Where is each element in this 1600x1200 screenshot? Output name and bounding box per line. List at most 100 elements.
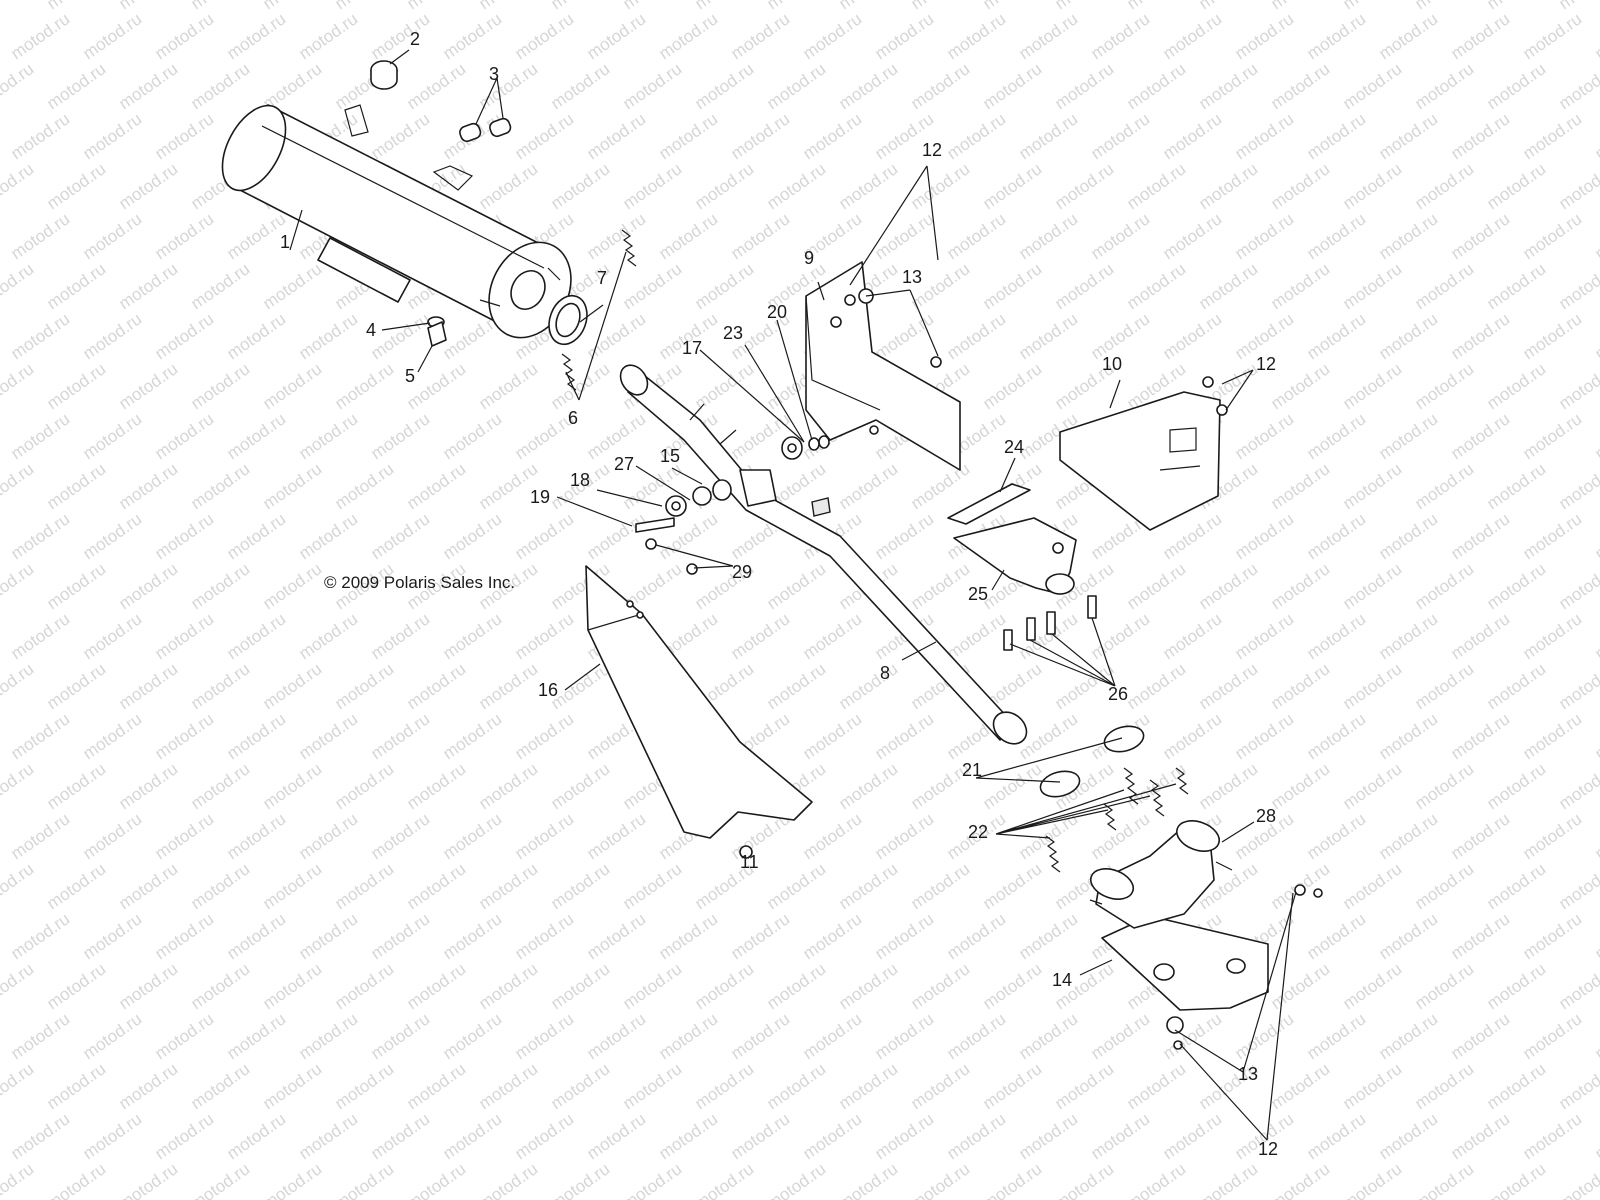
watermark-text: motod.ru: [1447, 509, 1513, 563]
watermark-text: motod.ru: [871, 809, 937, 863]
watermark-text: motod.ru: [403, 1059, 469, 1113]
watermark-text: motod.ru: [475, 359, 541, 413]
grommet-part: [370, 60, 398, 90]
callout-3: 3: [489, 64, 499, 84]
watermark-text: motod.ru: [1411, 559, 1477, 613]
watermark-text: motod.ru: [1195, 159, 1261, 213]
watermark-text: motod.ru: [1303, 609, 1369, 663]
watermark-text: motod.ru: [331, 1159, 397, 1200]
watermark-text: motod.ru: [943, 609, 1009, 663]
watermark-text: motod.ru: [547, 1059, 613, 1113]
watermark-text: motod.ru: [151, 1009, 217, 1063]
watermark-text: motod.ru: [43, 59, 109, 113]
watermark-text: motod.ru: [1087, 109, 1153, 163]
callout-5: 5: [405, 366, 415, 386]
watermark-text: motod.ru: [871, 1009, 937, 1063]
callout-15: 15: [660, 446, 680, 466]
watermark-text: motod.ru: [1339, 959, 1405, 1013]
watermark-text: motod.ru: [151, 609, 217, 663]
watermark-text: motod.ru: [7, 909, 73, 963]
watermark-text: motod.ru: [43, 0, 109, 13]
watermark-text: motod.ru: [1483, 359, 1549, 413]
watermark-text: motod.ru: [223, 909, 289, 963]
watermark-text: motod.ru: [1375, 409, 1441, 463]
watermark-text: motod.ru: [1411, 0, 1477, 13]
watermark-text: motod.ru: [1375, 1109, 1441, 1163]
watermark-text: motod.ru: [223, 409, 289, 463]
watermark-text: motod.ru: [115, 1059, 181, 1113]
watermark-text: motod.ru: [1519, 109, 1585, 163]
watermark-text: motod.ru: [0, 959, 37, 1013]
watermark-text: motod.ru: [1411, 459, 1477, 513]
watermark-text: motod.ru: [1519, 1009, 1585, 1063]
watermark-text: motod.ru: [1015, 909, 1081, 963]
watermark-text: motod.ru: [1231, 109, 1297, 163]
watermark-text: motod.ru: [1231, 609, 1297, 663]
watermark-text: motod.ru: [115, 459, 181, 513]
watermark-text: motod.ru: [1339, 1159, 1405, 1200]
watermark-text: motod.ru: [871, 1109, 937, 1163]
watermark-text: motod.ru: [1051, 1159, 1117, 1200]
watermark-text: motod.ru: [439, 509, 505, 563]
watermark-text: motod.ru: [1591, 1109, 1600, 1163]
watermark-text: motod.ru: [1267, 759, 1333, 813]
watermark-text: motod.ru: [1303, 709, 1369, 763]
watermark-text: motod.ru: [1375, 209, 1441, 263]
watermark-text: motod.ru: [1339, 159, 1405, 213]
watermark-text: motod.ru: [691, 0, 757, 13]
watermark-text: motod.ru: [1123, 59, 1189, 113]
watermark-text: motod.ru: [1555, 659, 1600, 713]
watermark-text: motod.ru: [799, 9, 865, 63]
bolt-part: [427, 316, 447, 347]
watermark-text: motod.ru: [583, 209, 649, 263]
watermark-text: motod.ru: [1159, 309, 1225, 363]
watermark-text: motod.ru: [295, 709, 361, 763]
watermark-text: motod.ru: [907, 859, 973, 913]
watermark-text: motod.ru: [1447, 109, 1513, 163]
watermark-text: motod.ru: [0, 459, 37, 513]
watermark-text: motod.ru: [763, 0, 829, 13]
watermark-text: motod.ru: [79, 9, 145, 63]
watermark-text: motod.ru: [1483, 759, 1549, 813]
watermark-text: motod.ru: [691, 159, 757, 213]
watermark-text: motod.ru: [1087, 809, 1153, 863]
watermark-text: motod.ru: [1339, 359, 1405, 413]
watermark-text: motod.ru: [79, 809, 145, 863]
watermark-text: motod.ru: [1483, 659, 1549, 713]
watermark-text: motod.ru: [79, 909, 145, 963]
watermark-text: motod.ru: [1447, 209, 1513, 263]
callout-20: 20: [767, 302, 787, 322]
watermark-text: motod.ru: [1555, 0, 1600, 13]
watermark-text: motod.ru: [79, 209, 145, 263]
watermark-text: motod.ru: [835, 459, 901, 513]
watermark-text: motod.ru: [835, 859, 901, 913]
watermark-text: motod.ru: [1231, 9, 1297, 63]
watermark-text: motod.ru: [259, 959, 325, 1013]
watermark-text: motod.ru: [0, 759, 37, 813]
watermark-text: motod.ru: [907, 459, 973, 513]
watermark-text: motod.ru: [439, 809, 505, 863]
watermark-text: motod.ru: [835, 0, 901, 13]
watermark-text: motod.ru: [1051, 259, 1117, 313]
watermark-text: motod.ru: [547, 959, 613, 1013]
watermark-text: motod.ru: [655, 1109, 721, 1163]
watermark-text: motod.ru: [43, 359, 109, 413]
watermark-text: motod.ru: [835, 159, 901, 213]
watermark-text: motod.ru: [1339, 59, 1405, 113]
watermark-text: motod.ru: [1159, 1109, 1225, 1163]
watermark-text: motod.ru: [295, 1109, 361, 1163]
watermark-text: motod.ru: [691, 1059, 757, 1113]
watermark-text: motod.ru: [439, 709, 505, 763]
watermark-text: motod.ru: [943, 309, 1009, 363]
watermark-text: motod.ru: [151, 809, 217, 863]
watermark-text: motod.ru: [0, 259, 37, 313]
watermark-text: motod.ru: [1519, 309, 1585, 363]
watermark-text: motod.ru: [1195, 759, 1261, 813]
callout-1: 1: [280, 232, 290, 252]
watermark-text: motod.ru: [871, 9, 937, 63]
watermark-text: motod.ru: [475, 659, 541, 713]
watermark-text: motod.ru: [511, 709, 577, 763]
watermark-text: motod.ru: [1267, 259, 1333, 313]
watermark-text: motod.ru: [367, 609, 433, 663]
watermark-text: motod.ru: [1555, 259, 1600, 313]
